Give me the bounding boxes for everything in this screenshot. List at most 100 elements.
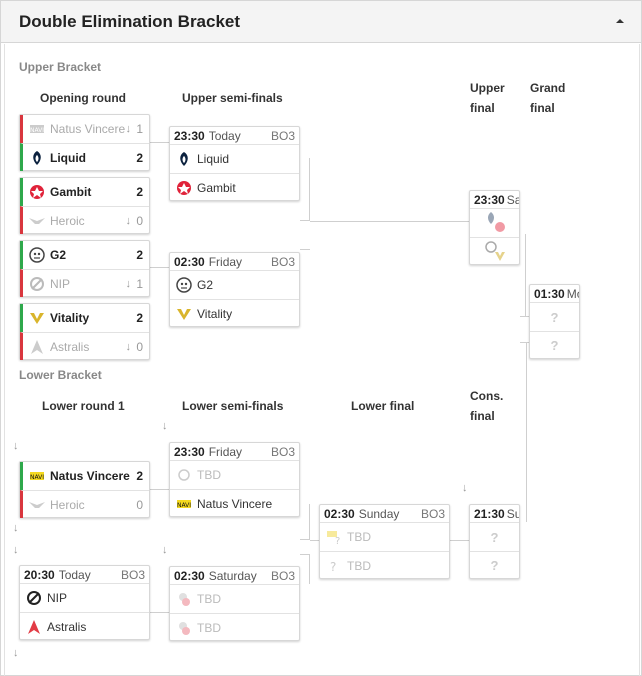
team-row[interactable]: ? xyxy=(470,523,519,551)
natus-vincere-logo-icon: NAVI xyxy=(29,468,45,484)
team-row[interactable]: ? xyxy=(470,551,519,578)
connector xyxy=(150,267,169,268)
connector xyxy=(526,342,527,522)
team-row[interactable]: Liquid xyxy=(170,145,299,173)
team-row[interactable]: Liquid 2 xyxy=(20,143,149,171)
advance-arrow: ↓ xyxy=(13,544,19,556)
upper-r1-match-2[interactable]: Gambit 2 Heroic ↓ 0 xyxy=(19,177,150,234)
team-row[interactable]: TBD xyxy=(170,613,299,641)
liquid-logo-icon xyxy=(176,151,192,167)
col-cons-final-1: Cons. xyxy=(470,389,504,403)
team-row[interactable]: NAVI Natus Vincere 2 xyxy=(20,462,149,490)
nip-logo-icon xyxy=(26,590,42,606)
lower-r1-match-1[interactable]: NAVI Natus Vincere 2 Heroic 0 xyxy=(19,461,150,518)
match-header: 20:30 Today BO3 xyxy=(20,566,149,584)
connector xyxy=(310,221,469,222)
lower-bracket-label: Lower Bracket xyxy=(19,368,102,382)
lower-final-match[interactable]: 02:30 Sunday BO3 ? TBD ? TBD xyxy=(319,504,450,579)
team-row[interactable] xyxy=(470,209,519,237)
upper-r1-match-3[interactable]: G2 2 NIP ↓ 1 xyxy=(19,240,150,297)
upper-r1-match-4[interactable]: Vitality 2 Astralis ↓ 0 xyxy=(19,303,150,360)
gambit-logo-icon xyxy=(29,184,45,200)
g2-logo-icon xyxy=(176,277,192,293)
lower-semi-match-1[interactable]: 23:30 Friday BO3 TBD NAVI Natus Vincere xyxy=(169,442,300,517)
team-row[interactable]: ? xyxy=(530,331,579,358)
connector xyxy=(520,234,526,316)
team-row[interactable]: NIP ↓ 1 xyxy=(20,269,149,297)
g2-logo-icon xyxy=(29,247,45,263)
col-lower-round-1: Lower round 1 xyxy=(42,399,125,413)
match-header: 01:30 Mon xyxy=(530,285,579,303)
col-cons-final-2: final xyxy=(470,409,495,423)
connector xyxy=(150,489,169,490)
col-upper-final-1: Upper xyxy=(470,81,505,95)
upper-final-match[interactable]: 23:30 Sat xyxy=(469,190,520,265)
astralis-logo-icon xyxy=(26,619,42,635)
gambit-logo-icon xyxy=(494,221,506,236)
astralis-logo-icon xyxy=(29,339,45,355)
team-row[interactable]: TBD xyxy=(170,585,299,613)
team-row[interactable]: G2 xyxy=(170,271,299,299)
vitality-logo-icon xyxy=(176,306,192,322)
tbd-logo-icon: ? xyxy=(326,529,342,545)
match-header: 23:30 Friday BO3 xyxy=(170,443,299,461)
cons-final-match[interactable]: 21:30 Sun ? ? xyxy=(469,504,520,579)
lower-semi-match-2[interactable]: 02:30 Saturday BO3 TBD TBD xyxy=(169,566,300,641)
svg-text:?: ? xyxy=(335,536,340,545)
upper-r1-match-1[interactable]: NAVI Natus Vincere ↓ 1 Liquid 2 xyxy=(19,114,150,171)
connector xyxy=(520,316,529,317)
team-row[interactable]: NIP xyxy=(20,584,149,612)
unknown-team-icon: ? xyxy=(550,338,559,353)
team-row[interactable]: ? TBD xyxy=(320,551,449,579)
tbd-logo-icon xyxy=(176,591,192,607)
col-lower-final: Lower final xyxy=(351,399,415,413)
panel-title: Double Elimination Bracket xyxy=(19,12,241,31)
team-row[interactable]: Astralis xyxy=(20,612,149,640)
vitality-logo-icon xyxy=(29,310,45,326)
team-row[interactable]: ? xyxy=(530,303,579,331)
team-row[interactable]: Gambit xyxy=(170,173,299,201)
lower-r1-match-2[interactable]: 20:30 Today BO3 NIP Astralis xyxy=(19,565,150,640)
match-header: 23:30 Sat xyxy=(470,191,519,209)
match-header: 02:30 Sunday BO3 xyxy=(320,505,449,523)
connector xyxy=(300,554,310,584)
team-row[interactable]: Vitality xyxy=(170,299,299,327)
team-row[interactable] xyxy=(470,237,519,264)
tbd-logo-icon xyxy=(176,620,192,636)
panel-header[interactable]: Double Elimination Bracket xyxy=(1,1,641,43)
caret-up-icon[interactable] xyxy=(613,14,627,28)
connector xyxy=(300,504,310,540)
connector xyxy=(300,158,310,221)
team-row[interactable]: TBD xyxy=(170,461,299,489)
team-row[interactable]: Heroic 0 xyxy=(20,490,149,518)
team-row[interactable]: Gambit 2 xyxy=(20,178,149,206)
team-row[interactable]: ? TBD xyxy=(320,523,449,551)
advance-arrow: ↓ xyxy=(13,522,19,534)
vitality-logo-icon xyxy=(494,250,506,264)
advance-arrow: ↓ xyxy=(162,420,168,432)
gambit-logo-icon xyxy=(176,180,192,196)
svg-text:NAVI: NAVI xyxy=(30,474,44,481)
team-row[interactable]: Vitality 2 xyxy=(20,304,149,332)
team-row[interactable]: Astralis ↓ 0 xyxy=(20,332,149,360)
grand-final-match[interactable]: 01:30 Mon ? ? xyxy=(529,284,580,359)
upper-semi-match-1[interactable]: 23:30 Today BO3 Liquid Gambit xyxy=(169,126,300,201)
upper-semi-match-2[interactable]: 02:30 Friday BO3 G2 Vitality xyxy=(169,252,300,327)
natus-vincere-logo-icon: NAVI xyxy=(176,496,192,512)
connector xyxy=(150,142,169,143)
team-row[interactable]: G2 2 xyxy=(20,241,149,269)
liquid-logo-icon xyxy=(484,211,498,228)
col-upper-final-2: final xyxy=(470,101,495,115)
natus-vincere-logo-icon: NAVI xyxy=(29,121,45,137)
connector xyxy=(450,540,469,541)
tbd-logo-icon xyxy=(176,467,192,483)
match-header: 23:30 Today BO3 xyxy=(170,127,299,145)
match-header: 02:30 Saturday BO3 xyxy=(170,567,299,585)
heroic-logo-icon xyxy=(29,213,45,229)
advance-arrow: ↓ xyxy=(13,647,19,659)
team-row[interactable]: NAVI Natus Vincere xyxy=(170,489,299,517)
col-lower-semis: Lower semi-finals xyxy=(182,399,284,413)
team-row[interactable]: NAVI Natus Vincere ↓ 1 xyxy=(20,115,149,143)
team-row[interactable]: Heroic ↓ 0 xyxy=(20,206,149,234)
nip-logo-icon xyxy=(29,276,45,292)
